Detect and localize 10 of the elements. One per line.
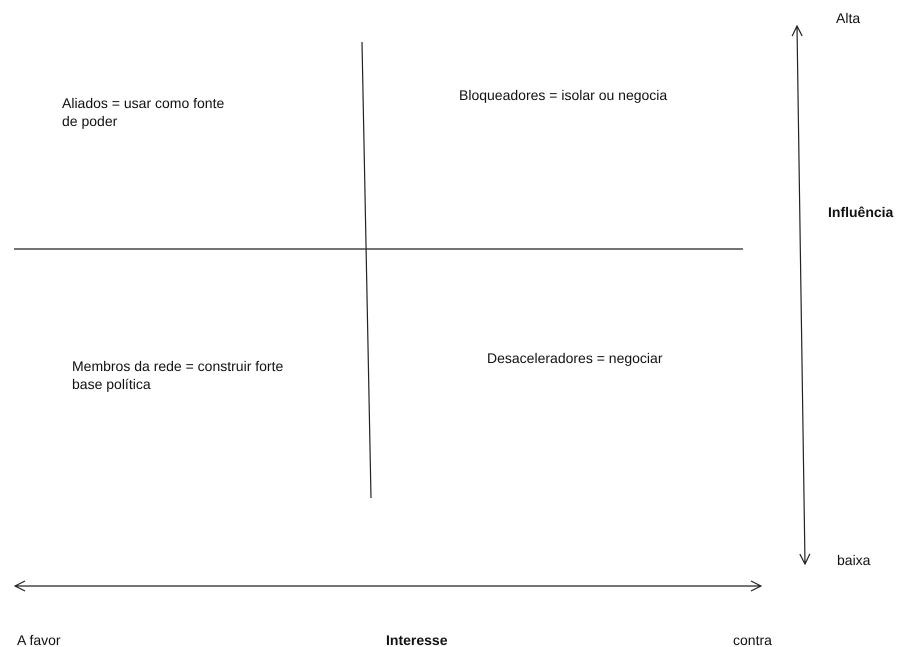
quadrant-label: Bloqueadores = isolar ou negocia	[459, 86, 668, 104]
quadrant-label: Membros da rede = construir forte base política	[72, 357, 284, 393]
axis-label: Alta	[836, 9, 860, 27]
axis-title: Interesse	[386, 631, 448, 647]
axis-label: baixa	[837, 551, 870, 569]
axis-label: contra	[733, 631, 772, 647]
quadrant-label: Aliados = usar como fonte de poder	[62, 94, 226, 130]
axis-title: Influência	[828, 203, 894, 221]
quadrant-label: Desaceleradores = negociar	[487, 349, 664, 367]
axis-label: A favor	[17, 631, 61, 647]
